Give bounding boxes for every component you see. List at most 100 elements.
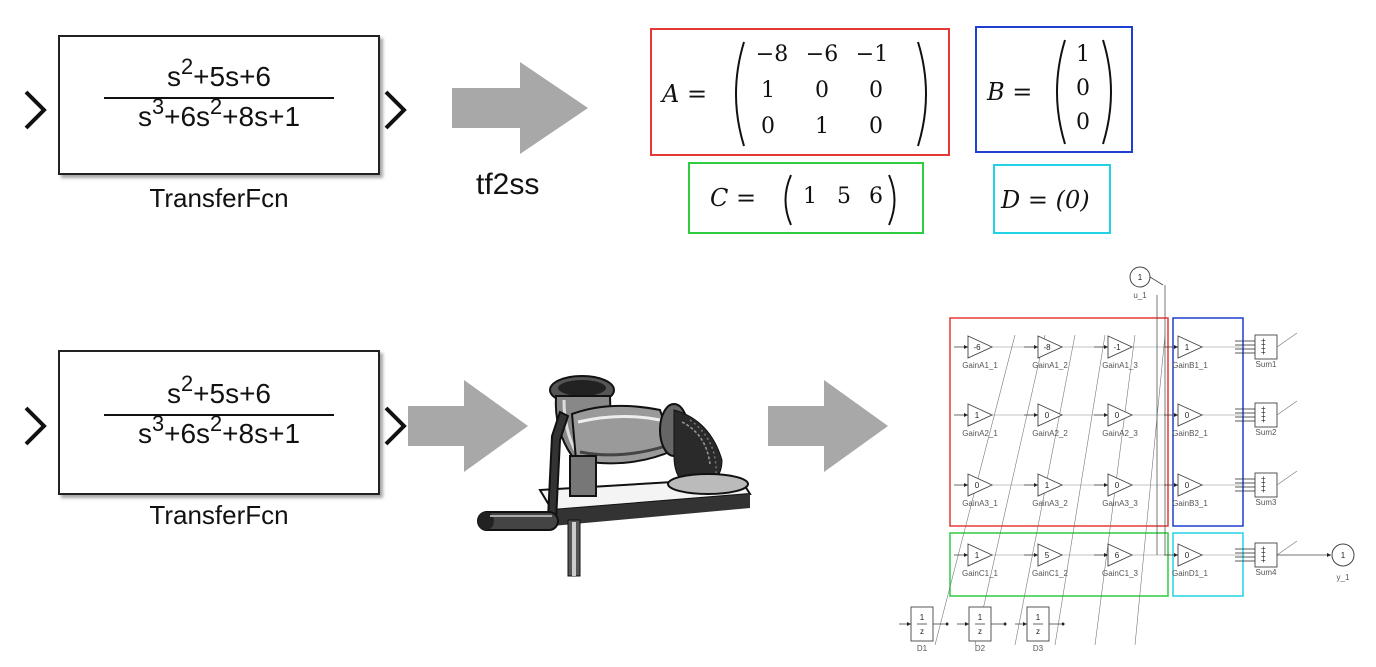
input-port-label: u_1 <box>1133 291 1147 300</box>
output-port[interactable] <box>1331 543 1355 567</box>
signal-line <box>1276 540 1298 556</box>
sum-block[interactable] <box>1235 334 1278 360</box>
transfer-function-label: TransferFcn <box>149 183 289 213</box>
gain-block[interactable] <box>1177 335 1204 359</box>
matrix-a-label: A = <box>662 80 708 108</box>
gain-value: -6 <box>973 343 981 352</box>
gain-block[interactable] <box>1177 543 1204 567</box>
numerator: s2+5s+6 <box>167 371 271 409</box>
gain-block[interactable] <box>1107 473 1134 497</box>
matrix-cell: −8 <box>755 42 789 67</box>
gain-block[interactable] <box>1037 403 1064 427</box>
gain-label: GainA2_1 <box>962 429 998 438</box>
gain-block[interactable] <box>967 403 994 427</box>
gain-label: GainC1_2 <box>1032 569 1069 578</box>
gain-value: 1 <box>1185 343 1190 352</box>
gain-block[interactable] <box>1177 403 1204 427</box>
transfer-function-block-top[interactable]: s2+5s+6 s3+6s2+8s+1 <box>58 35 380 175</box>
right-paren <box>1102 39 1112 145</box>
delay-label: D1 <box>917 644 928 653</box>
output-port-value: 1 <box>1341 551 1346 560</box>
sum-sign: + <box>1261 552 1266 561</box>
arrow-right-icon <box>452 62 588 154</box>
sum-sign: + <box>1261 344 1266 353</box>
gain-value: 1 <box>975 551 980 560</box>
sum-block[interactable] <box>1235 402 1278 428</box>
right-paren <box>888 174 896 226</box>
region-a-box <box>949 317 1169 527</box>
gain-label: GainB3_1 <box>1172 499 1208 508</box>
region-b-box <box>1172 317 1244 527</box>
gain-block[interactable] <box>1107 403 1134 427</box>
sum-sign: + <box>1261 544 1266 553</box>
signal-line <box>1134 334 1166 646</box>
matrix-a-box: A = −8 −6 −1 1 0 0 0 1 0 <box>650 28 950 156</box>
signal-line <box>1276 470 1298 486</box>
gain-value: 0 <box>1115 411 1120 420</box>
sum-sign: + <box>1261 474 1266 483</box>
matrix-b-label: B = <box>987 78 1033 106</box>
gain-label: GainC1_1 <box>962 569 999 578</box>
gain-label: GainD1_1 <box>1172 569 1209 578</box>
sum-sign: + <box>1261 486 1266 495</box>
gain-block[interactable] <box>967 543 994 567</box>
gain-value: 0 <box>1185 551 1190 560</box>
sum-sign: + <box>1261 482 1266 491</box>
sum-block[interactable] <box>1235 472 1278 498</box>
region-c-box <box>949 532 1169 597</box>
gain-label: GainA3_2 <box>1032 499 1068 508</box>
delay-denominator: z <box>920 627 924 636</box>
gain-value: 6 <box>1115 551 1120 560</box>
simulink-state-space-diagram: 1u_1-6GainA1_1-8GainA1_2-1GainA1_31GainA… <box>899 266 1355 653</box>
matrix-cell: 1 <box>803 184 817 209</box>
gain-value: 0 <box>1045 411 1050 420</box>
left-paren <box>1056 39 1066 145</box>
gain-block[interactable] <box>1037 543 1064 567</box>
gain-label: GainC1_3 <box>1102 569 1139 578</box>
matrix-cell: 5 <box>837 184 851 209</box>
transfer-function-fraction: s2+5s+6 s3+6s2+8s+1 <box>60 371 378 450</box>
gain-label: GainA2_2 <box>1032 429 1068 438</box>
signal-line <box>1276 400 1298 416</box>
sum-sign: + <box>1261 348 1266 357</box>
sum-sign: + <box>1261 340 1266 349</box>
sum-sign: + <box>1261 548 1266 557</box>
matrix-cell: 0 <box>1076 76 1090 101</box>
delay-denominator: z <box>1036 627 1040 636</box>
signal-line <box>974 334 1046 646</box>
sum-label: Sum3 <box>1256 498 1277 507</box>
gain-value: 0 <box>975 481 980 490</box>
sum-sign: + <box>1261 336 1266 345</box>
sum-sign: + <box>1261 404 1266 413</box>
output-port-label: y_1 <box>1337 573 1350 582</box>
delay-denominator: z <box>978 627 982 636</box>
sum-sign: + <box>1261 556 1266 565</box>
gain-label: GainA3_1 <box>962 499 998 508</box>
gain-label: GainA1_2 <box>1032 361 1068 370</box>
sum-label: Sum1 <box>1256 360 1277 369</box>
arrow-right-icon <box>768 380 888 472</box>
gain-label: GainA2_3 <box>1102 429 1138 438</box>
gain-block[interactable] <box>967 473 994 497</box>
matrix-cell: 0 <box>815 78 829 103</box>
output-chevron-icon <box>384 90 407 130</box>
gain-label: GainB1_1 <box>1172 361 1208 370</box>
gain-value: 1 <box>1045 481 1050 490</box>
transfer-function-block-bottom[interactable]: s2+5s+6 s3+6s2+8s+1 <box>58 350 380 495</box>
signal-line <box>1054 334 1106 646</box>
numerator: s2+5s+6 <box>167 54 271 92</box>
arrow-right-icon <box>408 380 528 472</box>
gain-label: GainA3_3 <box>1102 499 1138 508</box>
delay-numerator: 1 <box>978 613 983 622</box>
matrix-cell: 0 <box>761 114 775 139</box>
sum-label: Sum2 <box>1256 428 1277 437</box>
gain-block[interactable] <box>1107 543 1134 567</box>
tf2ss-label: tf2ss <box>476 168 540 201</box>
delay-label: D3 <box>1033 644 1044 653</box>
gain-value: 0 <box>1185 481 1190 490</box>
gain-label: GainA1_1 <box>962 361 998 370</box>
input-chevron-icon <box>24 406 47 446</box>
gain-block[interactable] <box>1177 473 1204 497</box>
matrix-cell: 1 <box>1076 42 1090 67</box>
gain-block[interactable] <box>1037 473 1064 497</box>
